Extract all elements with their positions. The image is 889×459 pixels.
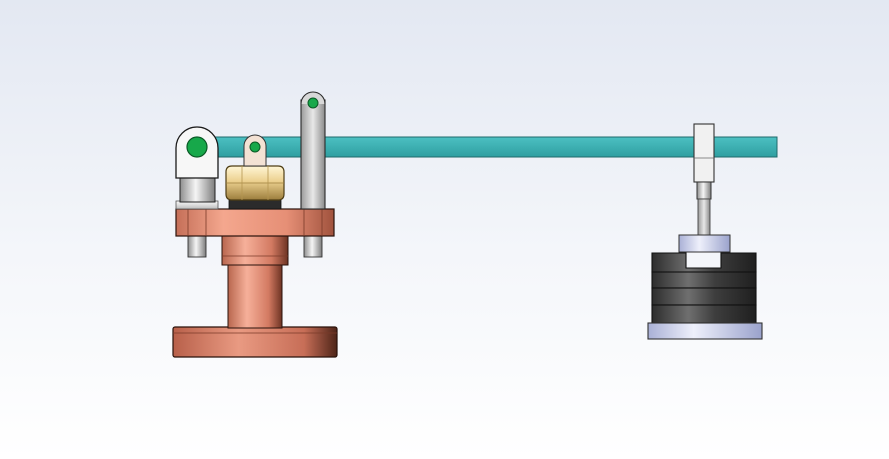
- weight-base-plate: [647, 322, 763, 340]
- pedestal-column: [227, 264, 283, 329]
- hanger-rod: [697, 198, 711, 236]
- weight-stack: [651, 252, 757, 324]
- clevis-stem: [179, 177, 216, 203]
- hanger-block: [693, 123, 715, 183]
- hanger-clamp: [696, 181, 712, 200]
- slotted-weight-2: [651, 271, 757, 289]
- lever-arm: [205, 136, 778, 158]
- pedestal-collar: [221, 235, 289, 266]
- pivot-clevis: [175, 126, 219, 203]
- small-link-pin: [249, 141, 261, 153]
- clevis-pin: [186, 136, 208, 158]
- vertical-link: [300, 99, 326, 210]
- vertical-link-assembly: [300, 91, 326, 210]
- vertical-link-pin: [307, 97, 319, 109]
- brass-nut-assembly: [225, 134, 285, 210]
- top-plate: [175, 208, 335, 237]
- base-flange: [172, 326, 338, 358]
- weight-hanger-assembly: [647, 123, 763, 340]
- pedestal-assembly: [172, 200, 338, 358]
- slotted-weight-3: [651, 287, 757, 306]
- slotted-weight-4: [651, 304, 757, 324]
- guide-pin-left: [187, 235, 207, 258]
- weight-cap: [678, 234, 731, 253]
- guide-pin-right: [303, 235, 323, 258]
